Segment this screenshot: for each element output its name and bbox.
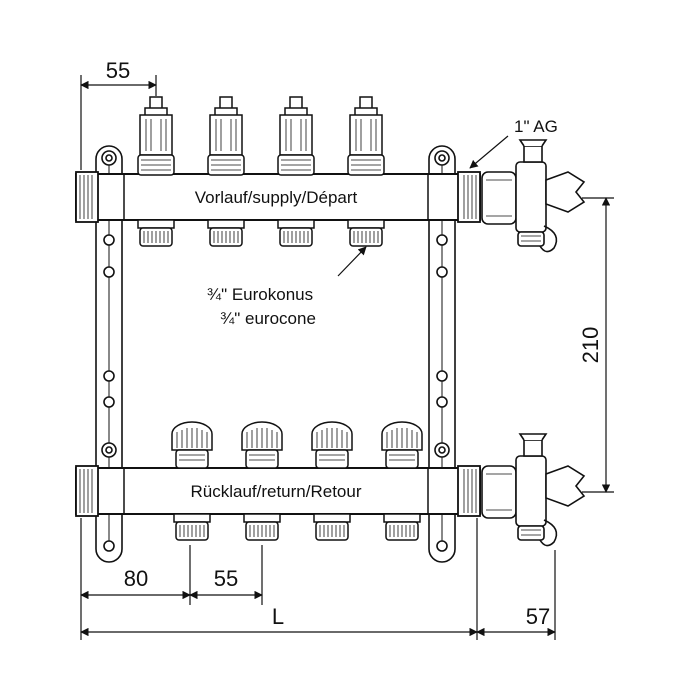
dim-left-offset: 80: [124, 566, 148, 591]
return-outlet-3: [313, 513, 351, 541]
supply-outlet-3: [277, 219, 315, 247]
return-ball-valve: [481, 433, 586, 547]
supply-outlets: [137, 219, 385, 247]
supply-bar-label: Vorlauf/supply/Départ: [195, 188, 358, 207]
supply-outlet-2: [207, 219, 245, 247]
left-bracket: [95, 145, 123, 563]
return-bar: Rücklauf/return/Retour: [75, 465, 481, 517]
dimensions: [80, 75, 614, 640]
eurocone-label-en: ¾" eurocone: [220, 309, 316, 328]
return-outlet-1: [173, 513, 211, 541]
flow-meter-1: [137, 96, 175, 176]
flow-meter-2: [207, 96, 245, 176]
dim-total-length: L: [272, 604, 284, 629]
supply-outlet-4: [347, 219, 385, 247]
dim-outlet-pitch: 55: [214, 566, 238, 591]
flow-meters: [137, 96, 385, 176]
return-cap-1: [171, 421, 213, 469]
supply-outlet-1: [137, 219, 175, 247]
return-outlet-4: [383, 513, 421, 541]
right-bracket: [428, 145, 456, 563]
supply-bar: Vorlauf/supply/Départ: [75, 171, 481, 223]
flow-meter-3: [277, 96, 315, 176]
return-bar-label: Rücklauf/return/Retour: [190, 482, 361, 501]
supply-ball-valve: [481, 139, 586, 253]
dim-bar-spacing: 210: [578, 327, 603, 364]
eurocone-label-de: ¾" Eurokonus: [207, 285, 313, 304]
return-outlets: [173, 513, 421, 541]
flow-meter-4: [347, 96, 385, 176]
dim-top-offset: 55: [106, 58, 130, 83]
return-cap-3: [311, 421, 353, 469]
connection-label: 1" AG: [514, 117, 558, 136]
return-cap-4: [381, 421, 423, 469]
return-outlet-2: [243, 513, 281, 541]
dim-valve-length: 57: [526, 604, 550, 629]
return-valve-caps: [171, 421, 423, 469]
return-cap-2: [241, 421, 283, 469]
